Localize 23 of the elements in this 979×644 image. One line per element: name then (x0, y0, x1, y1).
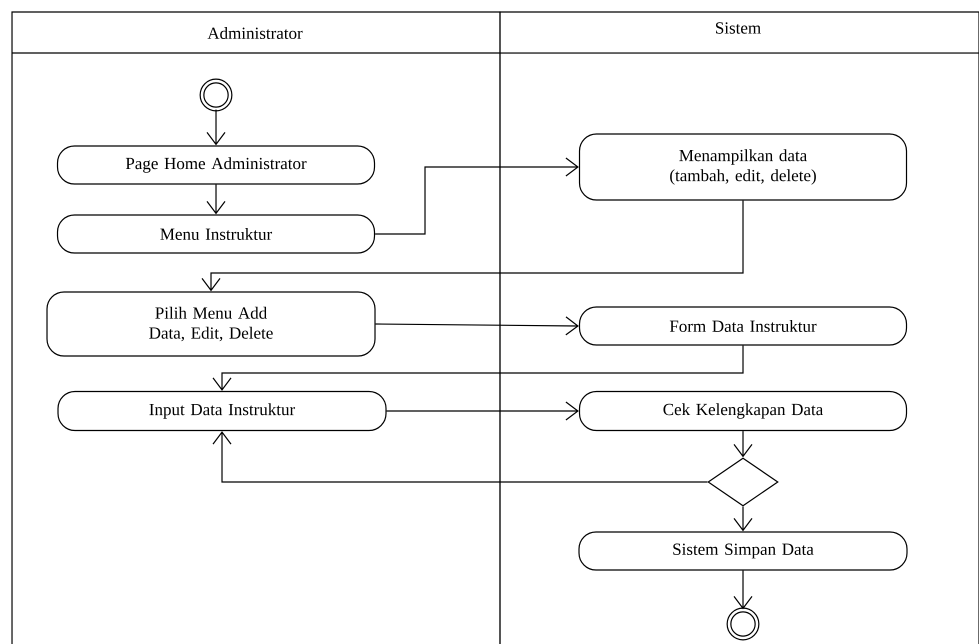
arrow (375, 158, 579, 235)
activity-box: Menu Instruktur (56, 214, 376, 254)
activity-box: Form Data Instruktur (578, 306, 908, 346)
arrow (212, 346, 744, 391)
arrow (202, 200, 744, 292)
lane-title: Administrator (208, 27, 303, 39)
final-node (726, 608, 760, 640)
arrow (206, 184, 226, 214)
arrow (734, 431, 752, 458)
activity-box: Pilih Menu Add Data, Edit, Delete (46, 291, 376, 357)
arrow (376, 316, 579, 336)
arrow (386, 402, 579, 420)
activity-box: Cek Kelengkapan Data (578, 390, 908, 432)
final-node (200, 78, 232, 112)
lane-title: Sistem (716, 22, 761, 34)
arrow (212, 431, 708, 483)
activity-box: Sistem Simpan Data (578, 531, 908, 571)
arrow (734, 506, 752, 532)
arrow (734, 570, 752, 610)
activity-box: Menampilkan data (tambah, edit, delete) (578, 133, 908, 201)
activity-box: Page Home Administrator (56, 145, 376, 185)
arrow (206, 110, 226, 146)
activity-box: Input Data Instruktur (57, 390, 387, 432)
